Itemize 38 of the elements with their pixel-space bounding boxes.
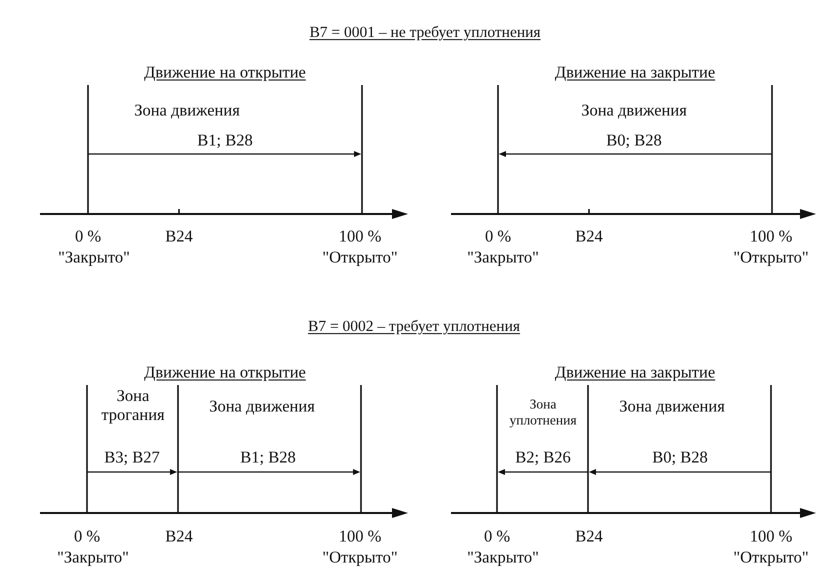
parameter-label: B0; B28: [606, 132, 662, 150]
axis-tick-label: 0 %: [74, 228, 102, 246]
panel-heading: Движение на закрытие: [554, 364, 716, 382]
axis-tick-label: B24: [165, 228, 193, 246]
position-label: "Открыто": [733, 248, 809, 268]
zone-label: Зона уплотнения: [508, 396, 578, 428]
position-label: "Закрыто": [467, 548, 539, 568]
axis-tick-label: B24: [575, 228, 603, 246]
position-label: "Открыто": [322, 548, 398, 568]
axis-tick-label: 100 %: [750, 528, 792, 546]
axis-tick-label: 0 %: [484, 228, 512, 246]
zone-label: Зона движения: [619, 398, 725, 416]
zone-label: Зона движения: [581, 102, 687, 120]
axis-tick-label: B24: [575, 528, 603, 546]
parameter-label: B1; B28: [197, 132, 253, 150]
panel-heading: Движение на открытие: [144, 364, 306, 382]
axis-tick-label: B24: [165, 528, 193, 546]
position-label: "Открыто": [322, 248, 398, 268]
axis-tick-label: 100 %: [750, 228, 792, 246]
panel-heading: Движение на закрытие: [554, 64, 716, 82]
parameter-label: B0; B28: [652, 448, 708, 468]
section-heading: B7 = 0001 – не требует уплотнения: [309, 24, 541, 42]
position-label: "Закрыто": [58, 248, 130, 268]
zone-label: Зона движения: [134, 102, 240, 120]
position-label: "Закрыто": [57, 548, 129, 568]
position-label: "Закрыто": [467, 248, 539, 268]
axis-tick-label: 0 %: [74, 528, 100, 546]
axis-tick-label: 100 %: [338, 228, 382, 246]
parameter-label: B1; B28: [240, 448, 296, 468]
section-heading: B7 = 0002 – требует уплотнения: [308, 318, 520, 336]
axis-tick-label: 0 %: [484, 528, 510, 546]
zone-label: Зона трогания: [100, 387, 166, 425]
zone-label: Зона движения: [209, 398, 315, 416]
panel-heading: Движение на открытие: [144, 64, 306, 82]
parameter-label: B2; B26: [515, 448, 571, 468]
position-label: "Открыто": [733, 548, 809, 568]
parameter-label: B3; B27: [104, 448, 160, 468]
axis-tick-label: 100 %: [338, 528, 382, 546]
